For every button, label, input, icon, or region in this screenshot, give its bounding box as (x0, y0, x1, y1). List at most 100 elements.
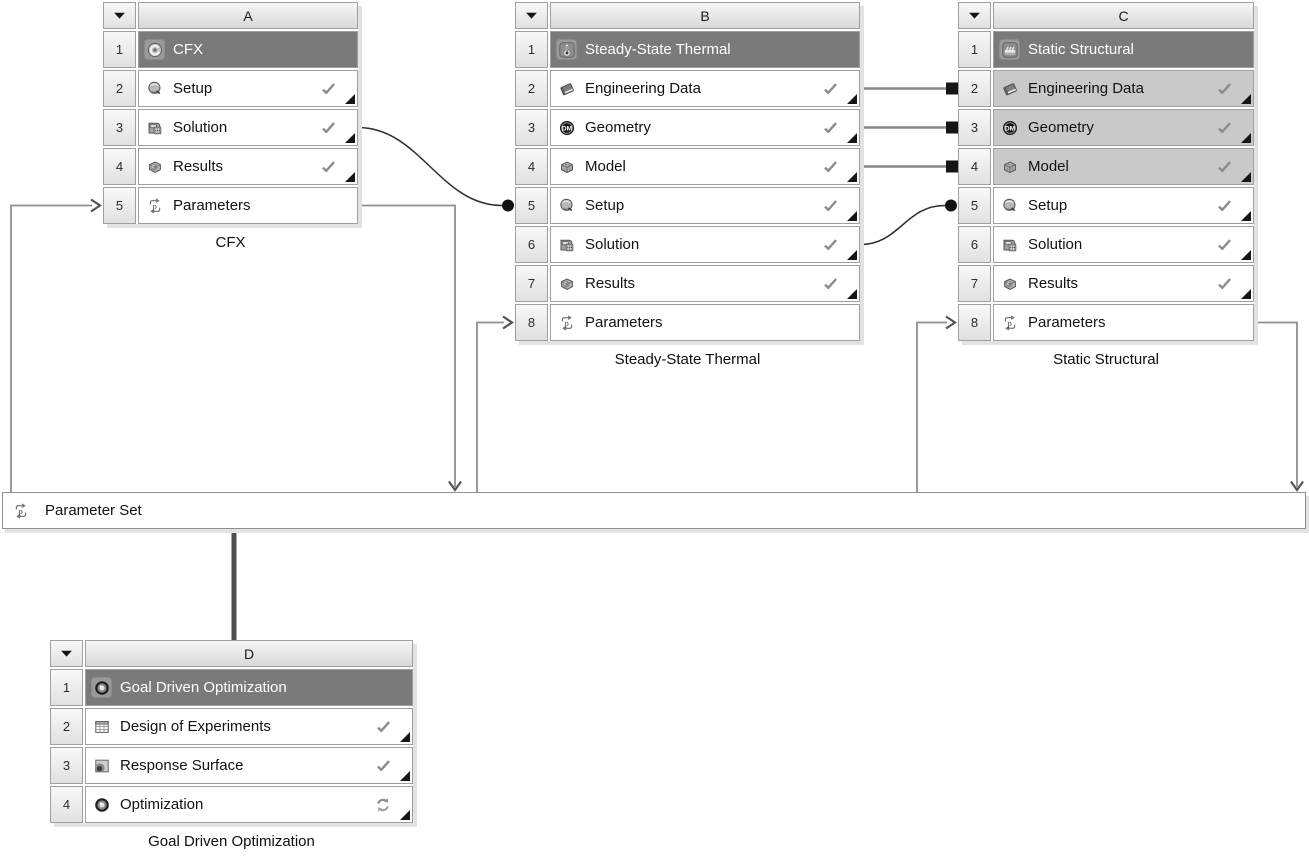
results-icon (1000, 274, 1019, 293)
status-check-icon (321, 160, 336, 173)
svg-text:p: p (18, 506, 22, 516)
connection-b-geometry-to-c-geometry[interactable] (860, 121, 958, 134)
cell-label: CFX (173, 41, 203, 58)
cell-corner-triangle-icon (400, 732, 410, 742)
system-d-caption[interactable]: Goal Driven Optimization (148, 833, 315, 850)
row-number: 1 (958, 31, 991, 68)
connection-b-model-to-c-model[interactable] (860, 160, 958, 173)
connection-parameter-set-to-c-parameters[interactable] (916, 315, 957, 493)
cell-label: Geometry (1028, 119, 1094, 136)
parameters-icon: p (145, 196, 164, 215)
results-icon (557, 274, 576, 293)
row-number: 1 (515, 31, 548, 68)
row-number: 5 (515, 187, 548, 224)
setup-icon (145, 79, 164, 98)
status-check-icon (823, 82, 838, 95)
system-b-cell-7-results[interactable]: 7 Results (515, 265, 860, 302)
cell-label: Parameters (585, 314, 663, 331)
setup-icon (557, 196, 576, 215)
connection-b-engineering-data-to-c-engineering-data[interactable] (860, 82, 958, 95)
system-d-header[interactable]: D (85, 640, 413, 667)
system-c-cell-7-results[interactable]: 7 Results (958, 265, 1254, 302)
row-number: 4 (103, 148, 136, 185)
connection-b-solution-to-c-setup[interactable] (859, 199, 957, 246)
cell-label: Solution (173, 119, 228, 136)
cell-corner-triangle-icon (1241, 289, 1251, 299)
parameters-icon: p (1000, 313, 1019, 332)
cell-label: Results (1028, 275, 1079, 292)
status-check-icon (823, 277, 838, 290)
connection-parameter-set-to-a-parameters[interactable] (10, 198, 102, 493)
system-c-header[interactable]: C (993, 2, 1254, 29)
status-check-icon (823, 160, 838, 173)
cell-corner-triangle-icon (1241, 172, 1251, 182)
status-check-icon (1217, 82, 1232, 95)
system-c-menu-button[interactable] (958, 2, 991, 29)
row-number: 2 (50, 708, 83, 745)
structural-icon (1000, 40, 1019, 59)
chevron-down-icon (60, 646, 73, 661)
system-b-caption[interactable]: Steady-State Thermal (614, 351, 761, 368)
doe-icon (92, 717, 111, 736)
parameter-set-label: Parameter Set (45, 502, 142, 519)
system-c-caption[interactable]: Static Structural (1053, 351, 1159, 368)
cell-corner-triangle-icon (345, 94, 355, 104)
system-a-header[interactable]: A (138, 2, 358, 29)
system-a-menu-button[interactable] (103, 2, 136, 29)
connection-a-solution-to-b-setup[interactable] (357, 126, 514, 212)
system-a-cell-3-solution[interactable]: 3 Solution (103, 109, 358, 146)
system-a-caption[interactable]: CFX (215, 234, 246, 251)
row-number: 6 (515, 226, 548, 263)
cell-corner-triangle-icon (345, 172, 355, 182)
cell-label: Engineering Data (1028, 80, 1144, 97)
svg-text:DM: DM (1004, 125, 1015, 132)
system-b-header[interactable]: B (550, 2, 860, 29)
cell-corner-triangle-icon (847, 211, 857, 221)
row-number: 7 (515, 265, 548, 302)
connection-c-parameters-to-parameter-set[interactable] (1254, 321, 1304, 492)
connection-parameter-set-to-b-parameters[interactable] (476, 315, 514, 493)
system-c-cell-1-static-structural[interactable]: 1 Static Structural (958, 31, 1254, 68)
connection-a-parameters-to-parameter-set[interactable] (358, 204, 462, 492)
geometry-icon: DM (1000, 118, 1019, 137)
cell-corner-triangle-icon (1241, 211, 1251, 221)
system-d-menu-button[interactable] (50, 640, 83, 667)
row-number: 3 (103, 109, 136, 146)
cell-label: Response Surface (120, 757, 244, 774)
optimization-icon (92, 678, 111, 697)
cell-label: Static Structural (1028, 41, 1134, 58)
cell-corner-triangle-icon (847, 133, 857, 143)
cell-label: Results (585, 275, 636, 292)
status-check-icon (1217, 121, 1232, 134)
row-number: 2 (958, 70, 991, 107)
cell-label: Setup (173, 80, 213, 97)
system-c-cell-2-engineering-data[interactable]: 2 Engineering Data (958, 70, 1254, 107)
cfx-icon (145, 40, 164, 59)
parameter-set-bar[interactable]: p Parameter Set (2, 492, 1306, 529)
system-b-menu-button[interactable] (515, 2, 548, 29)
status-check-icon (321, 121, 336, 134)
row-number: 7 (958, 265, 991, 302)
